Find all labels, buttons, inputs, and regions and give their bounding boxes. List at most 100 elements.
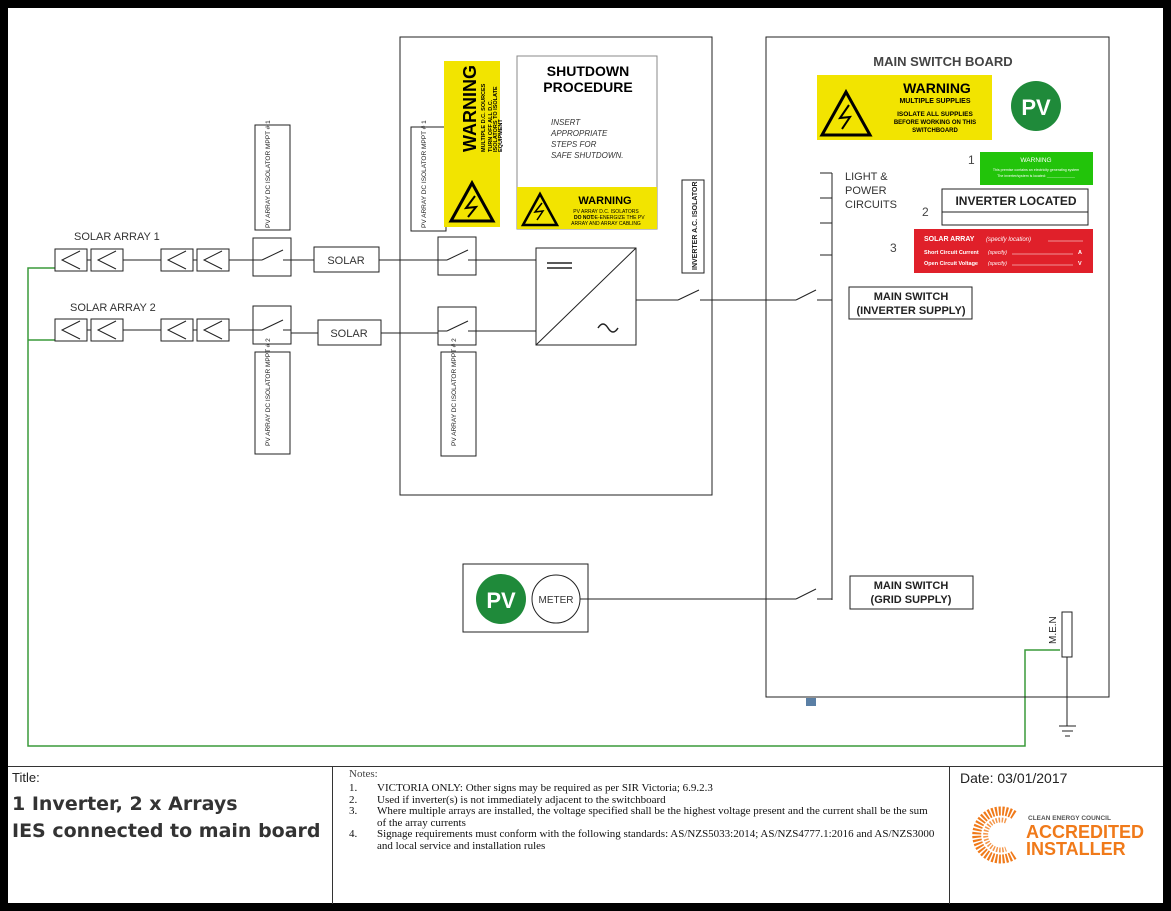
dc-warning-line2: TURN OFF ALL D.C.: [488, 99, 494, 152]
solar-array-red-sign: SOLAR ARRAY (specify location) Short Cir…: [914, 229, 1093, 273]
dc-isolator-switch-1: [229, 237, 292, 277]
note-text: Used if inverter(s) is not immediately a…: [377, 793, 666, 806]
notes-cell: Notes: 1.VICTORIA ONLY: Other signs may …: [333, 767, 950, 904]
solar-label-1: SOLAR: [327, 255, 364, 267]
green-warning-sign: WARNING This premise contains an electri…: [980, 152, 1093, 185]
dc-warning-line3: ISOLATORS TO ISOLATE: [493, 86, 499, 152]
main-switch-grid-line1: MAIN SWITCH: [874, 580, 949, 592]
light-power-line-2: POWER: [845, 185, 887, 197]
red-sign-title-hint: (specify location): [986, 237, 1031, 243]
note-item: 3. Where multiple arrays are installed, t…: [349, 805, 939, 829]
note-text: Where multiple arrays are installed, the…: [377, 805, 928, 829]
dc-warning-title: WARNING: [460, 65, 480, 152]
dc-isolator-2-label-box: PV ARRAY DC ISOLATOR MPPT # 2: [254, 338, 291, 455]
light-power-line-1: LIGHT &: [845, 171, 888, 183]
inv-dc-isolator-2-label: PV ARRAY DC ISOLATOR MPPT # 2: [451, 338, 458, 446]
ac-isolator-switch: [636, 289, 796, 301]
logo-line-1: CLEAN ENERGY COUNCIL: [1028, 815, 1111, 822]
sign-number-3: 3: [890, 241, 897, 255]
dc-isolator-switch-2: [229, 305, 292, 345]
msb-warning-sign: WARNING MULTIPLE SUPPLIES ISOLATE ALL SU…: [817, 75, 992, 140]
note-number: 3.: [349, 805, 358, 817]
inverter-located-text: INVERTER LOCATED: [955, 194, 1076, 208]
sign-number-2: 2: [922, 205, 929, 219]
shutdown-step-4: SAFE SHUTDOWN.: [551, 151, 623, 160]
schematic-diagram: SOLAR ARRAY 1 SOLAR ARRAY 2 PV ARRAY DC …: [27, 36, 1110, 747]
inv-dc-isolator-2-label-box: PV ARRAY DC ISOLATOR MPPT # 2: [440, 338, 477, 457]
main-switch-inverter: [795, 289, 832, 301]
note-text: VICTORIA ONLY: Other signs may be requir…: [377, 782, 713, 794]
red-sign-row2-hint: (specify): [988, 261, 1007, 267]
shutdown-warning-line1: PV ARRAY D.C. ISOLATORS: [573, 209, 639, 215]
red-sign-row1-hint: (specify): [988, 250, 1007, 256]
solar-label-2: SOLAR: [330, 328, 367, 340]
green-sign-line1: This premise contains an electricity gen…: [993, 168, 1079, 172]
pv-badge-msb: PV: [1011, 81, 1061, 131]
sign-number-1: 1: [968, 153, 975, 167]
dc-isolator-1-label: PV ARRAY DC ISOLATOR MPPT # 1: [265, 120, 272, 228]
title-line-2: IES connected to main board: [12, 820, 321, 842]
shutdown-title-2: PROCEDURE: [543, 79, 632, 95]
men-link: M.E.N: [1048, 611, 1073, 726]
red-sign-row1: Short Circuit Current: [924, 250, 979, 256]
msb-warning-line4: SWITCHBOARD: [912, 128, 958, 134]
red-sign-title: SOLAR ARRAY: [924, 236, 975, 243]
solar-cable-box-2: SOLAR: [317, 319, 382, 346]
title-label: Title:: [12, 770, 40, 785]
note-number: 4.: [349, 828, 358, 840]
pv-badge-msb-text: PV: [1021, 95, 1051, 120]
red-sign-row2-unit: V: [1078, 261, 1082, 267]
earth-wire: [27, 267, 1060, 747]
dc-warning-line1: MULTIPLE D.C. SOURCES: [481, 83, 487, 152]
notes-label: Notes:: [349, 768, 378, 780]
inv-dc-isolator-switch-2: [437, 306, 477, 346]
msb-warning-title: WARNING: [903, 80, 971, 96]
meter-box: PV METER: [462, 563, 589, 633]
shutdown-step-2: APPROPRIATE: [550, 129, 608, 138]
dc-warning-line4: EQUIPMENT: [498, 119, 504, 152]
note-text: Signage requirements must conform with t…: [377, 828, 935, 852]
solar-array-1-label: SOLAR ARRAY 1: [74, 231, 160, 243]
cec-logo-mark: [972, 806, 1017, 864]
red-sign-row2: Open Circuit Voltage: [924, 261, 978, 267]
title-line-1: 1 Inverter, 2 x Arrays: [12, 793, 238, 815]
main-switch-board: [765, 36, 1110, 698]
main-switch-inverter-line1: MAIN SWITCH: [874, 291, 949, 303]
inverter-ac-isolator-label: INVERTER A.C. ISOLATOR: [692, 181, 699, 270]
solar-array-1: [54, 248, 230, 272]
shutdown-title-1: SHUTDOWN: [547, 63, 629, 79]
multiple-dc-warning-sign: WARNING MULTIPLE D.C. SOURCES TURN OFF A…: [444, 61, 504, 227]
accredited-installer-logo: CLEAN ENERGY COUNCIL ACCREDITED INSTALLE…: [972, 806, 1144, 864]
logo-line-3: INSTALLER: [1026, 839, 1126, 859]
main-switch-grid-line2: (GRID SUPPLY): [871, 594, 952, 606]
green-sign-title: WARNING: [1020, 157, 1051, 164]
msb-warning-line3: BEFORE WORKING ON THIS: [894, 120, 976, 126]
inv-dc-isolator-1-label: PV ARRAY DC ISOLATOR MPPT # 1: [421, 120, 428, 228]
inv-dc-isolator-switch-1: [437, 236, 477, 276]
main-switch-board-title: MAIN SWITCH BOARD: [873, 54, 1012, 69]
inverter-enclosure: [399, 36, 713, 496]
shutdown-warning-title: WARNING: [578, 195, 631, 207]
men-label: M.E.N: [1048, 616, 1059, 644]
pv-badge-meter-text: PV: [486, 588, 516, 613]
light-power-line-3: CIRCUITS: [845, 199, 897, 211]
main-switch-grid: [580, 588, 832, 600]
main-switch-inverter-label: MAIN SWITCH (INVERTER SUPPLY): [848, 286, 973, 320]
red-sign-row1-unit: A: [1078, 250, 1082, 256]
earth-symbol: [1059, 725, 1076, 737]
solar-array-2: [54, 318, 230, 342]
note-item: 4. Signage requirements must conform with…: [349, 828, 939, 852]
switchboard-latch: [806, 698, 816, 706]
main-switch-grid-label: MAIN SWITCH (GRID SUPPLY): [849, 575, 974, 610]
dc-warning-hazard-icon: [448, 179, 496, 223]
shutdown-step-1: INSERT: [551, 118, 581, 127]
inverter-ac-isolator-label-box: INVERTER A.C. ISOLATOR: [681, 179, 705, 274]
main-switch-inverter-line2: (INVERTER SUPPLY): [856, 305, 965, 317]
solar-cable-box-1: SOLAR: [313, 246, 380, 273]
shutdown-warning-line2-bold: DO NOT: [574, 215, 593, 221]
shutdown-procedure-sign: SHUTDOWN PROCEDURE INSERT APPROPRIATE ST…: [516, 55, 658, 230]
inverter-located-sign: INVERTER LOCATED: [941, 188, 1089, 226]
date-label: Date: 03/01/2017: [960, 770, 1068, 786]
light-power-circuits: [820, 172, 832, 256]
